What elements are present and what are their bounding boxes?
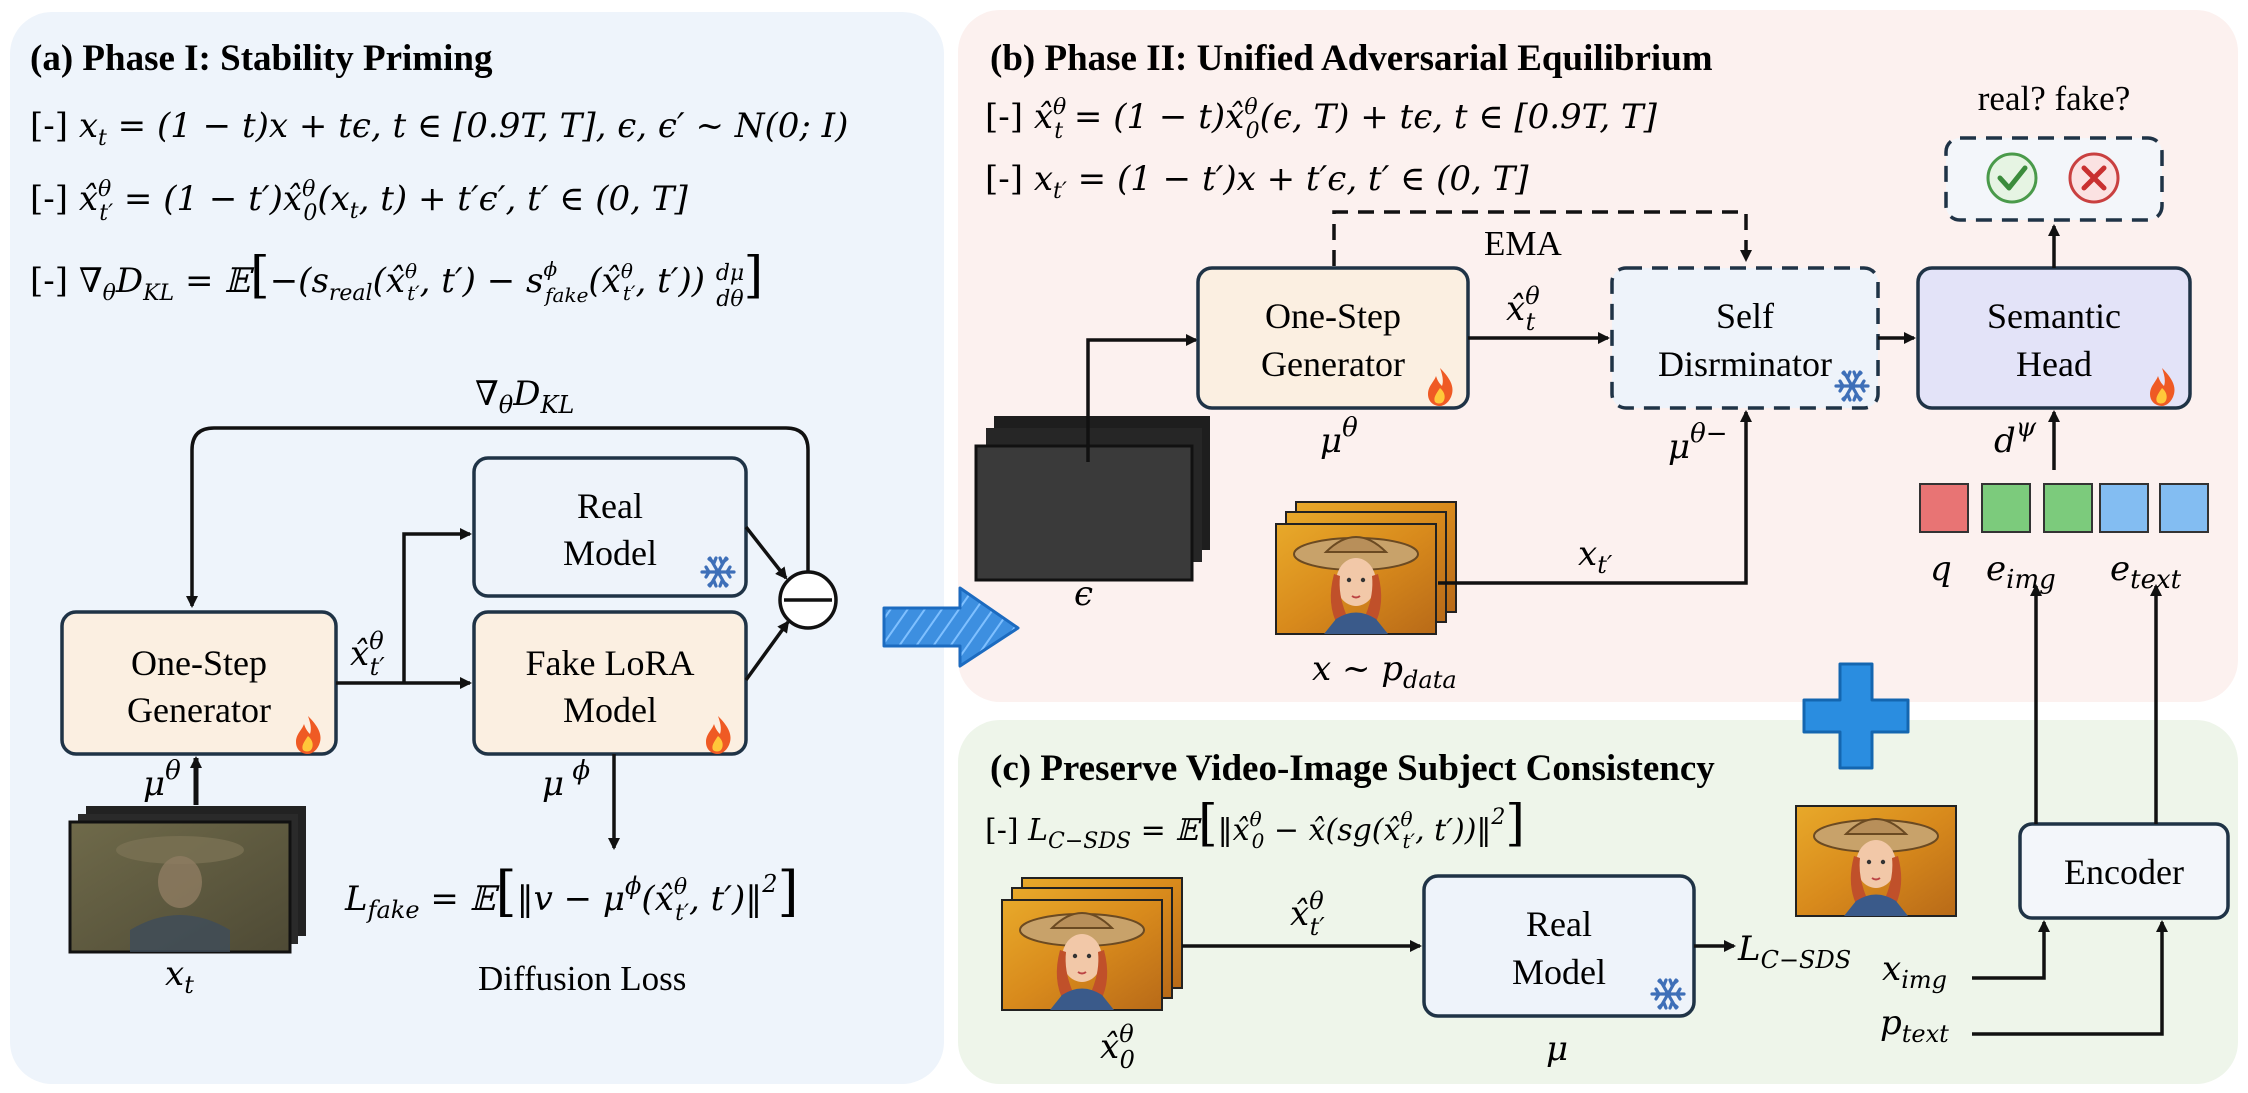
- token-img-1: [1981, 483, 2031, 533]
- xt-prime-label: xt′: [1578, 534, 1613, 579]
- reference-image: [1795, 805, 1957, 917]
- real-to-subtract-arrow: [744, 525, 788, 580]
- panel-b-title: (b) Phase II: Unified Adversarial Equili…: [990, 38, 1713, 79]
- generator-a-label-1: One-Step: [131, 643, 267, 683]
- noise-to-generator-arrow: [1086, 334, 1198, 462]
- discriminator-label-1: Self: [1716, 296, 1774, 336]
- encoder-box: [2018, 822, 2230, 920]
- mu-label-c: μ: [1546, 1029, 1568, 1069]
- ptext-to-encoder-arrow: [1972, 920, 2168, 1036]
- p-text-label: ptext: [1880, 1003, 1949, 1048]
- epsilon-label: ϵ: [1074, 574, 1093, 614]
- real-fake-label: real? fake?: [1978, 79, 2131, 118]
- ximg-to-encoder-arrow: [1972, 920, 2050, 980]
- mu-theta-label-b: μθ: [1320, 413, 1358, 461]
- fake-lora-label-2: Model: [563, 690, 657, 730]
- check-icon: [1986, 152, 2038, 204]
- generated-image-stack: [1001, 877, 1183, 1011]
- real-model-c-label-2: Model: [1512, 952, 1606, 992]
- generator-box-b: [1196, 266, 1470, 410]
- real-model-a-label-2: Model: [563, 533, 657, 573]
- semantic-head-label-2: Head: [2016, 344, 2092, 384]
- verdict-box: [1944, 136, 2164, 222]
- fake-lora-box: [472, 610, 748, 756]
- data-to-discriminator-arrow: [1438, 410, 1752, 585]
- xt-noisy-image-stack: [68, 806, 306, 954]
- token-q: [1919, 483, 1969, 533]
- token-img-2: [2043, 483, 2093, 533]
- cross-icon: [2068, 152, 2120, 204]
- fake-to-subtract-arrow: [744, 620, 790, 682]
- semantic-head-box: [1916, 266, 2192, 410]
- token-text-1: [2099, 483, 2149, 533]
- grad-feedback-arrow: [186, 426, 810, 608]
- generator-b-label-2: Generator: [1261, 344, 1405, 384]
- fake-lora-label-1: Fake LoRA: [526, 643, 695, 683]
- arrow-right-icon: [882, 586, 1020, 668]
- discriminator-label-2: Disrminator: [1658, 344, 1832, 384]
- generator-b-label-1: One-Step: [1265, 296, 1401, 336]
- generator-box-a: [60, 610, 338, 756]
- semantic-head-label-1: Semantic: [1987, 296, 2121, 336]
- x-img-label: ximg: [1882, 949, 1947, 994]
- token-text-2: [2159, 483, 2209, 533]
- diffusion-loss-caption: Diffusion Loss: [478, 959, 686, 998]
- mu-phi-label: μ ϕ: [542, 756, 590, 804]
- ema-dashed-path: [1332, 210, 1752, 266]
- panel-b-eq2: [-] xt′ = (1 − t′)x + t′ϵ, t′ ∈ (0, T]: [985, 159, 1529, 204]
- noise-epsilon-stack: [974, 416, 1210, 582]
- token-q-label: q: [1930, 549, 1952, 589]
- gen-to-real-arrow: [402, 528, 472, 683]
- real-data-image-stack: [1275, 501, 1457, 635]
- real-model-c-label-1: Real: [1526, 904, 1592, 944]
- panel-a-eq1: [-] xt = (1 − t)x + tϵ, t ∈ [0.9T, T], ϵ…: [30, 106, 848, 151]
- real-model-a-label-1: Real: [577, 486, 643, 526]
- generator-a-label-2: Generator: [127, 690, 271, 730]
- encoder-label: Encoder: [2064, 852, 2184, 892]
- ema-label: EMA: [1484, 224, 1563, 263]
- plus-icon: [1802, 662, 1910, 770]
- panel-c-title: (c) Preserve Video-Image Subject Consist…: [990, 748, 1715, 789]
- panel-a-title: (a) Phase I: Stability Priming: [30, 38, 493, 79]
